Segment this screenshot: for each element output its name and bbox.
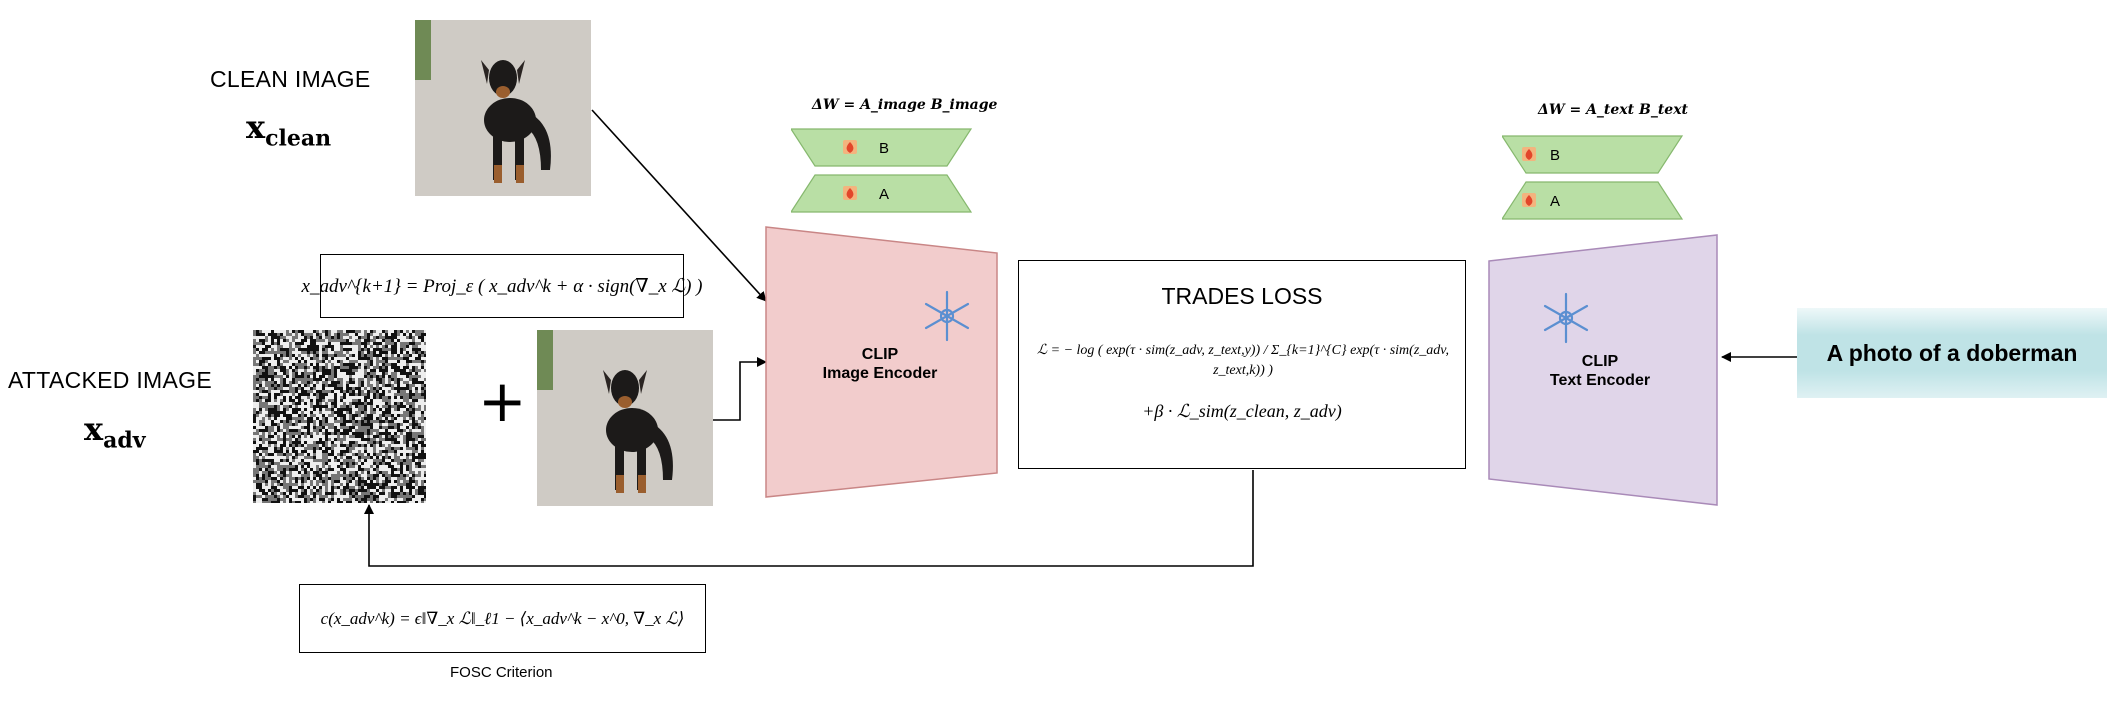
clip-image-encoder[interactable] xyxy=(765,226,1001,498)
flame-icon xyxy=(843,186,857,200)
trades-loss-equation: ℒ = − log ( exp(τ · sim(z_adv, z_text,y)… xyxy=(1037,343,1449,378)
text-lora-equation: ΔW = A_text B_text xyxy=(1538,102,1689,118)
text-prompt: A photo of a doberman xyxy=(1826,339,2078,366)
flame-icon xyxy=(1522,193,1536,207)
clip-image-encoder-label: CLIP Image Encoder xyxy=(822,346,938,382)
text-lora-stack: B A xyxy=(1502,135,1684,220)
trades-loss-regularizer: +β · ℒ_sim(z_clean, z_adv) xyxy=(1142,401,1342,421)
image-lora-b-label: B xyxy=(879,140,889,157)
attacked-image-label: ATTACKED IMAGE xyxy=(8,367,212,393)
clip-text-encoder[interactable] xyxy=(1488,234,1720,506)
clean-dog-image xyxy=(415,20,591,196)
snowflake-icon xyxy=(924,290,970,342)
text-lora-a-trapezoid xyxy=(1502,181,1684,220)
text-lora-b-trapezoid xyxy=(1502,135,1684,174)
flame-icon xyxy=(843,140,857,154)
fosc-equation: c(x_adv^k) = ϵ‖∇_x ℒ‖_ℓ1 − ⟨x_adv^k − x^… xyxy=(320,608,685,628)
trades-loss-box: TRADES LOSS ℒ = − log ( exp(τ · sim(z_ad… xyxy=(1018,260,1466,469)
attacked-image-symbol: xadv xyxy=(84,410,146,454)
snowflake-icon xyxy=(1543,292,1589,344)
trades-loss-title: TRADES LOSS xyxy=(1161,283,1323,309)
adversarial-noise-image xyxy=(253,330,426,503)
arrow-adv-to-encoder xyxy=(712,357,767,421)
image-lora-a-label: A xyxy=(879,186,889,203)
pgd-update-equation-box: x_adv^{k+1} = Proj_ε ( x_adv^k + α · sig… xyxy=(302,254,702,318)
image-lora-stack: B A xyxy=(791,128,973,213)
arrow-clean-to-encoder xyxy=(591,109,767,302)
image-lora-equation: ΔW = A_image B_image xyxy=(812,97,998,113)
pgd-update-equation: x_adv^{k+1} = Proj_ε ( x_adv^k + α · sig… xyxy=(301,275,703,297)
clean-image-symbol: xclean xyxy=(246,108,332,152)
image-lora-b-trapezoid xyxy=(791,128,973,167)
clean-image-label: CLEAN IMAGE xyxy=(210,66,371,92)
image-lora-a-trapezoid xyxy=(791,174,973,213)
text-lora-a-label: A xyxy=(1550,193,1560,210)
text-prompt-box: A photo of a doberman xyxy=(1797,308,2107,398)
adversarial-dog-image xyxy=(537,330,713,506)
arrow-loss-feedback xyxy=(364,470,1254,567)
fosc-criterion-caption: FOSC Criterion xyxy=(450,664,553,681)
fosc-criterion-box: c(x_adv^k) = ϵ‖∇_x ℒ‖_ℓ1 − ⟨x_adv^k − x^… xyxy=(299,584,706,653)
clip-text-encoder-label: CLIP Text Encoder xyxy=(1549,353,1651,389)
plus-sign: + xyxy=(478,367,527,435)
text-lora-b-label: B xyxy=(1550,147,1560,164)
flame-icon xyxy=(1522,147,1536,161)
